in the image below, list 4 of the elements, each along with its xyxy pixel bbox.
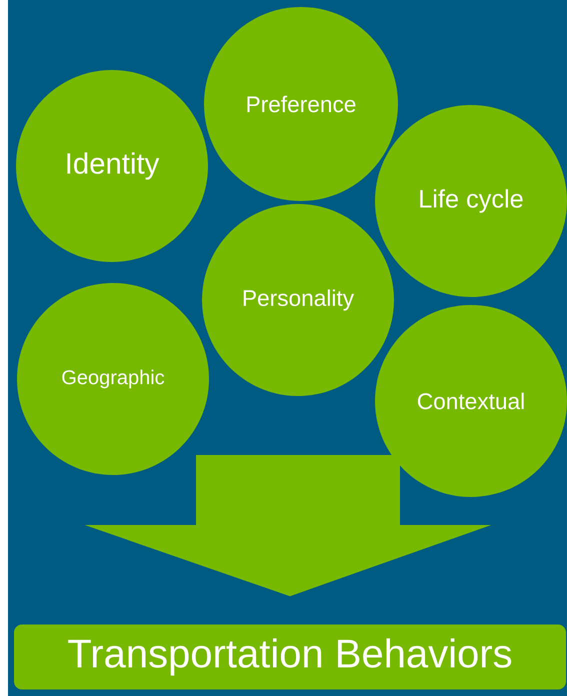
node-label: Personality — [244, 289, 354, 311]
node-label: Life cycle — [420, 189, 523, 213]
result-bar: Transportation Behaviors — [14, 624, 566, 690]
block-arrow — [84, 455, 492, 596]
